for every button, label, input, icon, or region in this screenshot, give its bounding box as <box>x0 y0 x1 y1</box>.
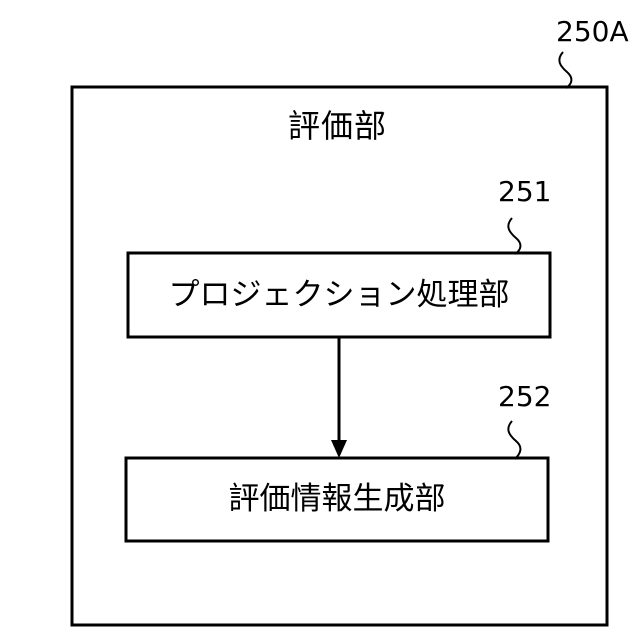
leader-line-251 <box>508 218 520 254</box>
block-label-251: プロジェクション処理部 <box>128 280 550 311</box>
outer-block-title: 評価部 <box>288 110 387 142</box>
ref-label-251: 251 <box>498 178 551 206</box>
leader-line-252 <box>508 421 520 459</box>
flow-arrow-head <box>331 440 347 458</box>
ref-label-250a: 250A <box>556 18 629 46</box>
leader-line-250a <box>559 52 571 88</box>
block-label-252: 評価情報生成部 <box>126 484 548 515</box>
ref-label-252: 252 <box>498 383 551 411</box>
